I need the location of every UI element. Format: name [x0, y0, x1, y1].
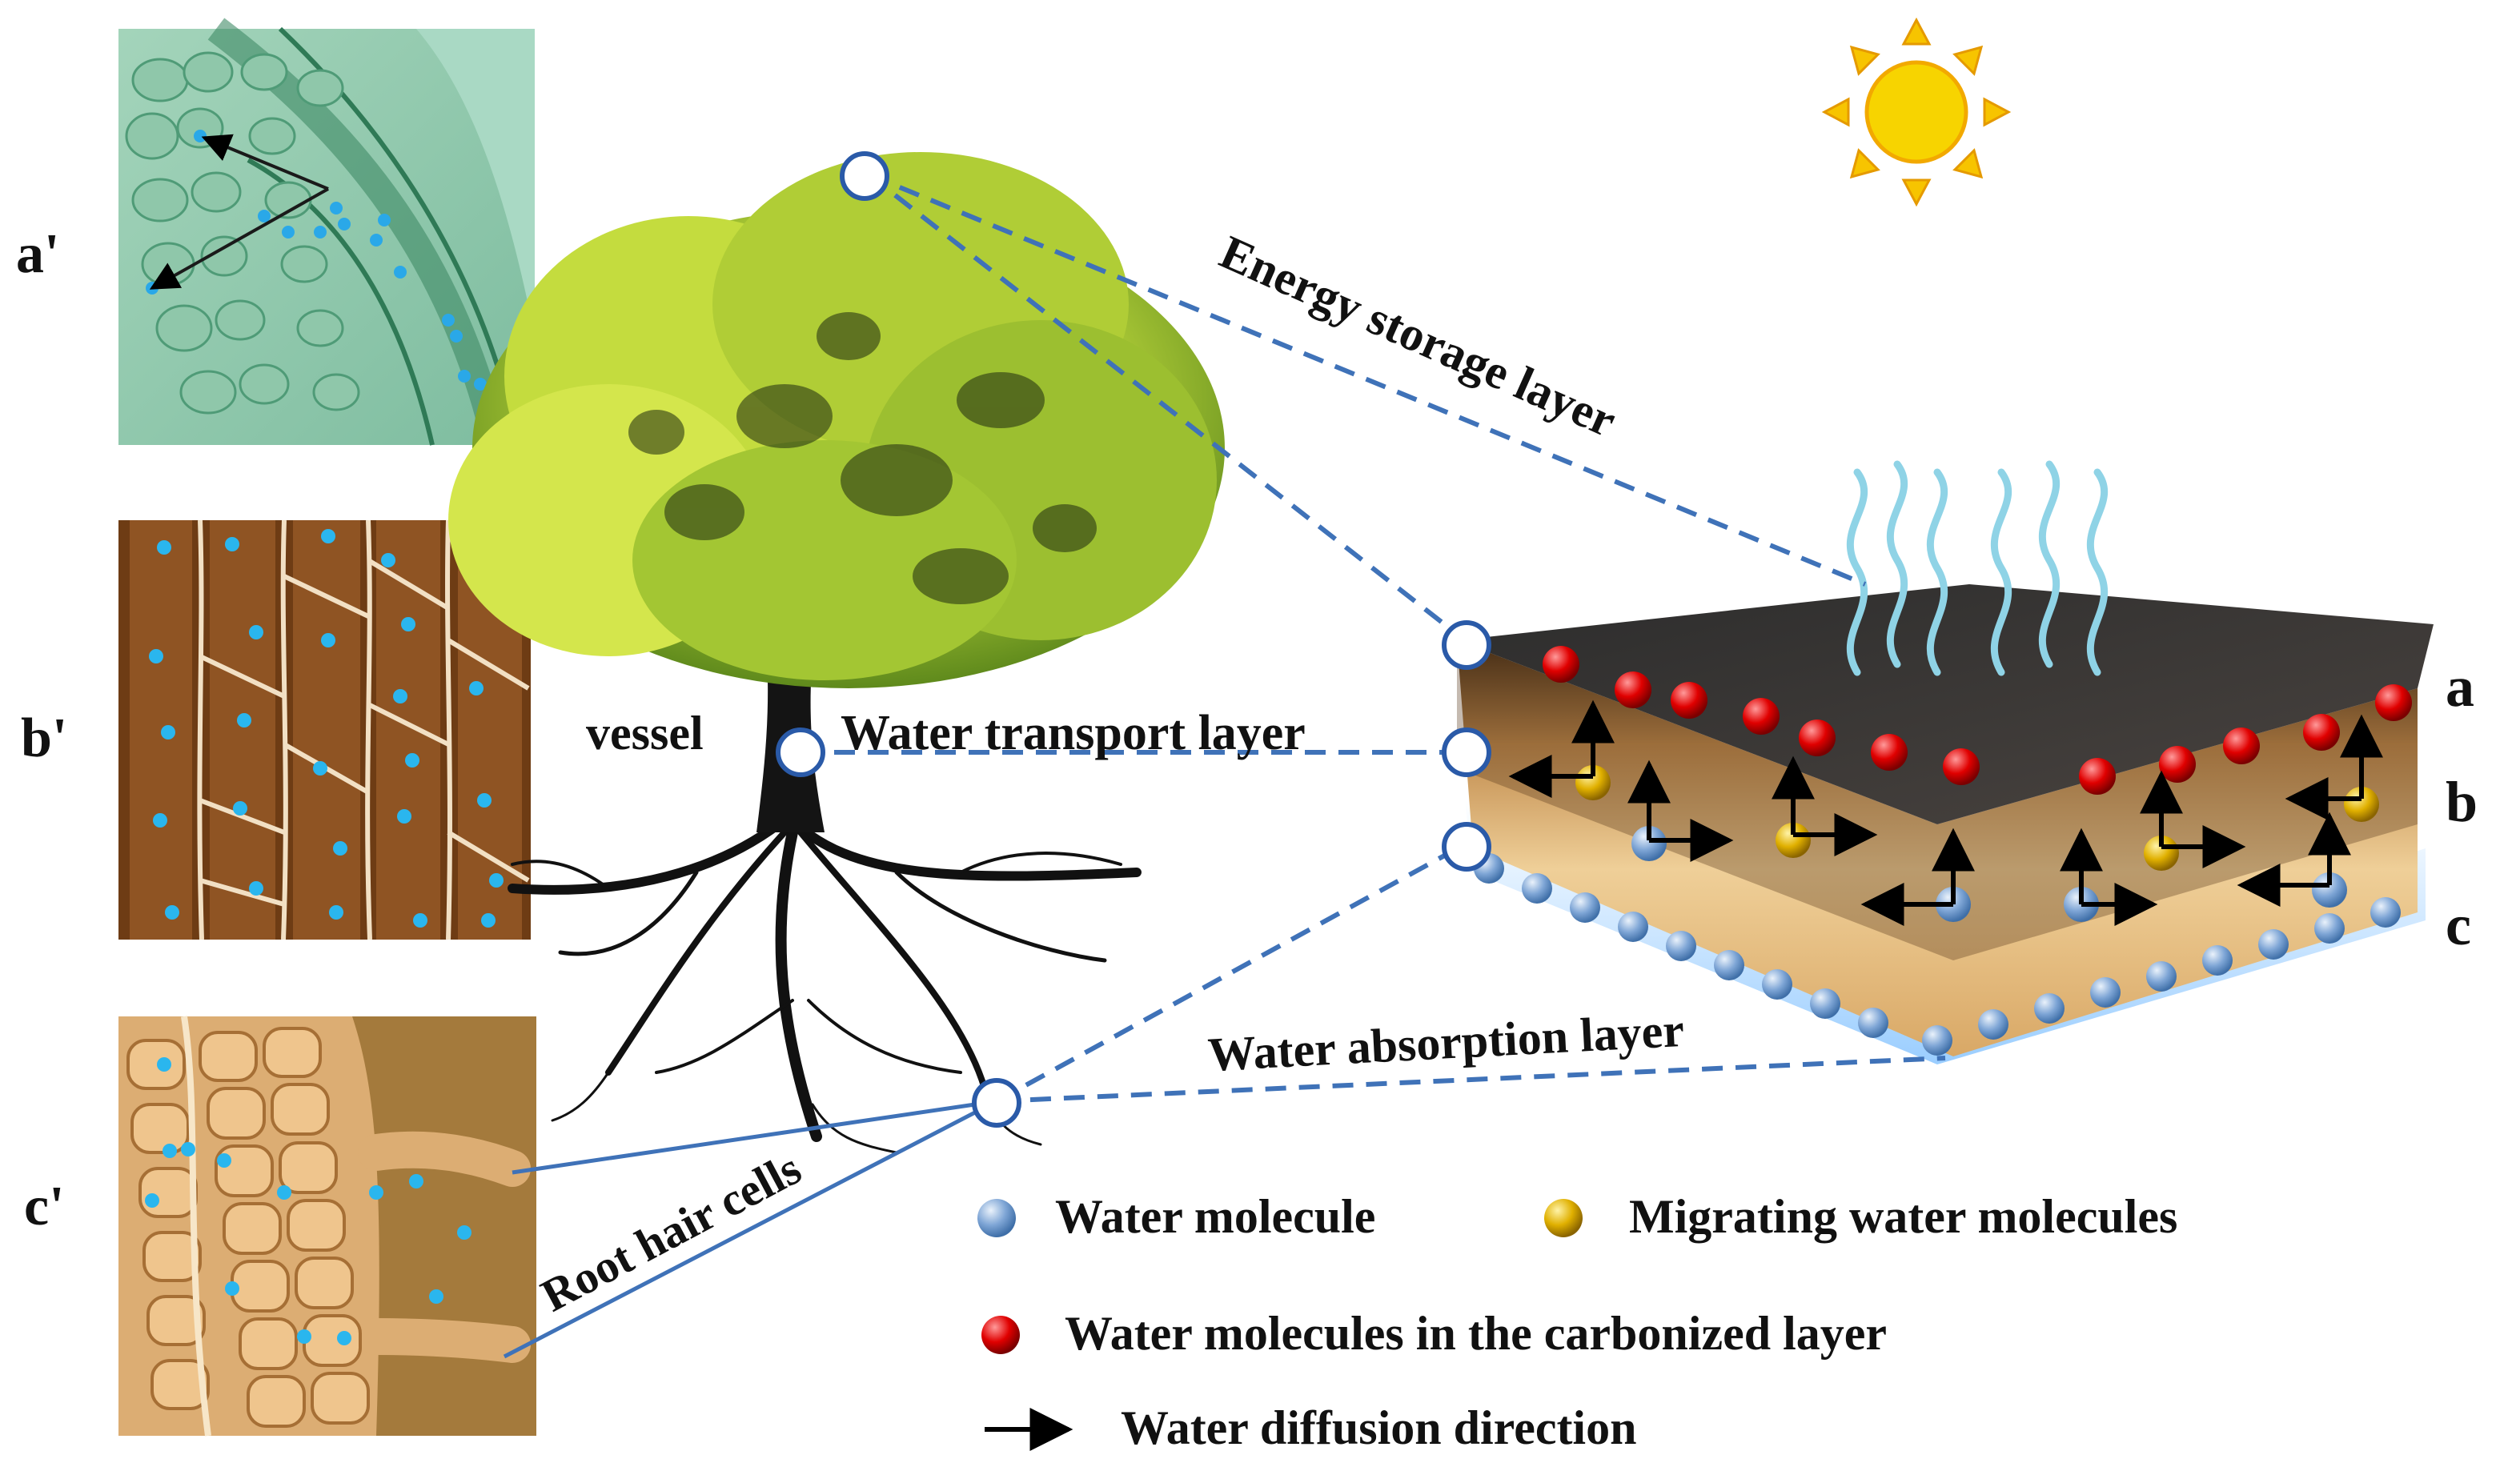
root-hair-cells-label: Root hair cells: [533, 1142, 809, 1322]
panel-a-prime-illustration: [118, 18, 535, 448]
legend-water-molecule-icon: [977, 1199, 1016, 1237]
legend-migrating-label: Migrating water molecules: [1629, 1190, 2177, 1243]
water-molecules: [1474, 826, 2401, 1056]
legend-water-molecule-label: Water molecule: [1055, 1190, 1375, 1243]
legend-carbonized-molecule-icon: [981, 1316, 1020, 1354]
panel-label-a-prime: a': [16, 223, 59, 285]
carbonized-molecules: [1543, 646, 2412, 795]
connector-lines: [801, 172, 1946, 1104]
block-label-c: c: [2446, 893, 2471, 957]
legend: Water molecule Migrating water molecules…: [977, 1190, 2177, 1454]
legend-carbonized-label: Water molecules in the carbonized layer: [1065, 1307, 1887, 1360]
vapor-icon: [1846, 460, 2109, 676]
diffusion-arrows: [1508, 699, 2383, 926]
water-absorption-layer-label: Water absorption layer: [1206, 1004, 1685, 1081]
block-label-b: b: [2446, 770, 2478, 834]
block-label-a: a: [2446, 655, 2474, 719]
panel-label-c-prime: c': [24, 1176, 65, 1237]
sun-icon: [1821, 17, 2012, 207]
connector-nodes: [776, 151, 1491, 1128]
legend-migrating-molecule-icon: [1544, 1199, 1583, 1237]
tree-illustration: [448, 152, 1225, 1154]
panel-b-prime-illustration: [118, 519, 531, 940]
water-transport-layer-label: Water transport layer: [841, 706, 1306, 760]
tree-canopy: [448, 152, 1225, 688]
vessel-label: vessel: [586, 707, 704, 760]
legend-diffusion-label: Water diffusion direction: [1121, 1401, 1636, 1454]
root-hair-connectors: [503, 1099, 998, 1359]
panel-label-b-prime: b': [21, 707, 67, 769]
material-block: [1457, 584, 2434, 1064]
energy-storage-layer-label: Energy storage layer: [1213, 226, 1624, 447]
tree-roots: [508, 812, 1142, 1154]
panel-c-prime-illustration: [118, 1016, 536, 1437]
